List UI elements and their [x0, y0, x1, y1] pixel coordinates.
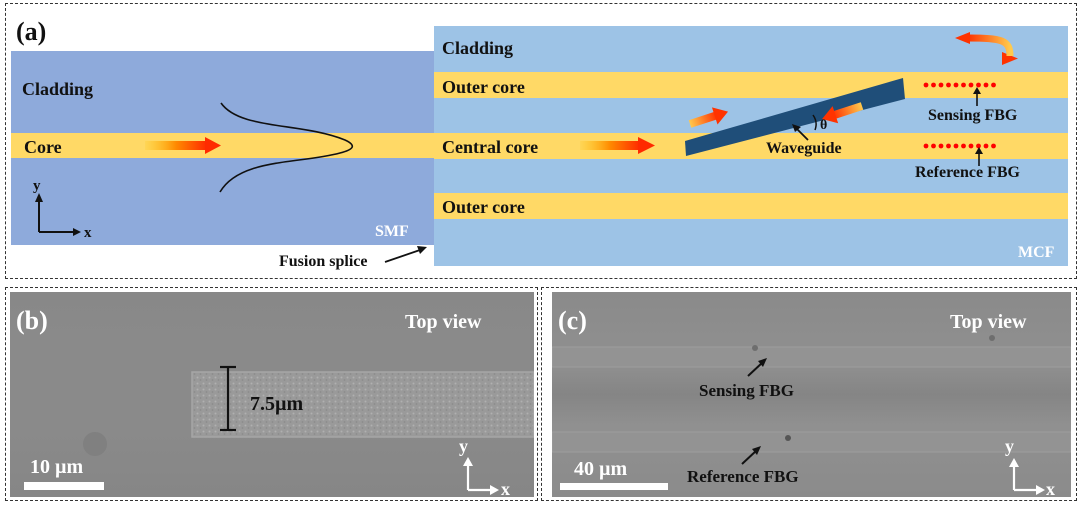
mcf-central-core-label: Central core	[442, 137, 538, 157]
waveguide-feature	[191, 371, 534, 438]
mcf-outer-core-top-label: Outer core	[442, 77, 525, 97]
sensing-fbg-dots	[923, 82, 996, 88]
particle	[989, 335, 995, 341]
central-core-light-arrow	[580, 137, 655, 154]
width-measurement-icon	[220, 365, 236, 432]
fbg-grating-dot	[976, 143, 981, 149]
panel-c-label: (c)	[558, 306, 587, 335]
coupled-light-arrow-up	[688, 107, 729, 128]
panel-a-schematic: (a) Cladding Core y x SMF Fusion splice	[11, 17, 1068, 270]
reference-fbg-dots	[923, 143, 996, 149]
fbg-grating-dot	[968, 143, 974, 149]
panel-b-scale-label: 10 µm	[30, 456, 84, 478]
panel-a-label: (a)	[16, 17, 46, 46]
waveguide-pointer-arrow	[792, 124, 809, 141]
fbg-grating-dot	[946, 82, 951, 88]
dark-spot	[83, 432, 107, 456]
smf-name-label: SMF	[375, 223, 409, 240]
mcf-name-label: MCF	[1018, 244, 1055, 261]
panel-c-axis-x-label: x	[1046, 479, 1055, 497]
mcf-outer-core-bottom-label: Outer core	[442, 197, 525, 217]
panel-b-axis-y-label: y	[459, 436, 468, 456]
gaussian-mode-profile	[219, 102, 354, 193]
panel-c-sensing-label: Sensing FBG	[699, 381, 794, 400]
smf-axes-icon: y x	[33, 178, 92, 241]
panel-b-label: (b)	[16, 306, 48, 335]
fusion-splice-arrow	[384, 246, 427, 263]
fbg-grating-dot	[961, 143, 966, 149]
smf-axis-x-label: x	[84, 225, 92, 241]
fbg-grating-dot	[991, 143, 996, 149]
fbg-grating-dot	[946, 143, 951, 149]
fbg-grating-dot	[953, 82, 959, 88]
smf-light-arrow	[145, 137, 221, 154]
micrograph-background	[552, 292, 1071, 497]
panel-c-axis-y-label: y	[1005, 436, 1014, 456]
sensing-fbg-pointer	[747, 358, 767, 377]
fbg-grating-dot	[983, 82, 989, 88]
fbg-grating-dot	[968, 82, 974, 88]
angle-label: θ	[820, 118, 827, 133]
fbg-grating-dot	[991, 82, 996, 88]
smf-axis-y-label: y	[33, 178, 41, 194]
panel-b-axis-x-label: x	[501, 479, 510, 497]
reference-fbg-pointer	[741, 446, 761, 465]
panel-c-view-label: Top view	[950, 311, 1027, 333]
fusion-splice-label: Fusion splice	[279, 253, 367, 270]
fbg-grating-dot	[961, 82, 966, 88]
angle-arc	[812, 114, 817, 131]
fbg-grating-dot	[923, 82, 929, 88]
fbg-grating-dot	[923, 143, 929, 149]
mcf-fiber: Cladding Outer core Central core Outer c…	[434, 26, 1068, 266]
fbg-grating-dot	[931, 143, 936, 149]
particle	[752, 345, 758, 351]
fbg-grating-dot	[931, 82, 936, 88]
panel-c-scale-label: 40 µm	[574, 458, 628, 480]
panel-a-border	[5, 3, 1077, 279]
smf-cladding-label: Cladding	[22, 79, 93, 99]
waveguide-label: Waveguide	[766, 140, 842, 157]
fbg-grating-dot	[938, 143, 944, 149]
fbg-grating-dot	[976, 82, 981, 88]
panel-b-scale-bar	[24, 482, 104, 490]
reference-fbg-label: Reference FBG	[915, 164, 1021, 181]
fbg-grating-dot	[953, 143, 959, 149]
sensing-fbg-label: Sensing FBG	[928, 107, 1018, 124]
panel-c-scale-bar	[560, 483, 668, 490]
panel-c-micrograph: (c) Top view Sensing FBG Reference FBG 4…	[552, 292, 1071, 497]
smf-core	[11, 133, 434, 158]
mcf-outer-core-bottom	[434, 193, 1068, 219]
sensing-fbg-pointer	[973, 87, 981, 106]
waveguide	[685, 78, 905, 156]
panel-c-reference-label: Reference FBG	[687, 467, 799, 486]
panel-b-micrograph: (b) Top view 7.5µm 10 µm y x	[10, 292, 534, 497]
sensing-core-track	[552, 346, 1071, 368]
panel-c-axes-icon: y x	[1005, 436, 1055, 497]
panel-b-view-label: Top view	[405, 311, 482, 333]
fbg-grating-dot	[938, 82, 944, 88]
bidirectional-light-arrow	[940, 32, 1018, 65]
reference-core-track	[552, 431, 1071, 453]
smf-core-label: Core	[24, 137, 62, 157]
mcf-cladding-label: Cladding	[442, 38, 513, 58]
panel-b-border	[5, 287, 538, 501]
fbg-grating-dot	[983, 143, 989, 149]
panel-c-border	[541, 287, 1077, 501]
particle	[785, 435, 791, 441]
reference-fbg-pointer	[975, 147, 983, 166]
width-annotation: 7.5µm	[250, 393, 304, 415]
panel-b-axes-icon: y x	[459, 436, 510, 497]
reflected-light-arrow-down	[822, 102, 864, 124]
smf-fiber: Cladding Core y x SMF	[11, 51, 434, 245]
